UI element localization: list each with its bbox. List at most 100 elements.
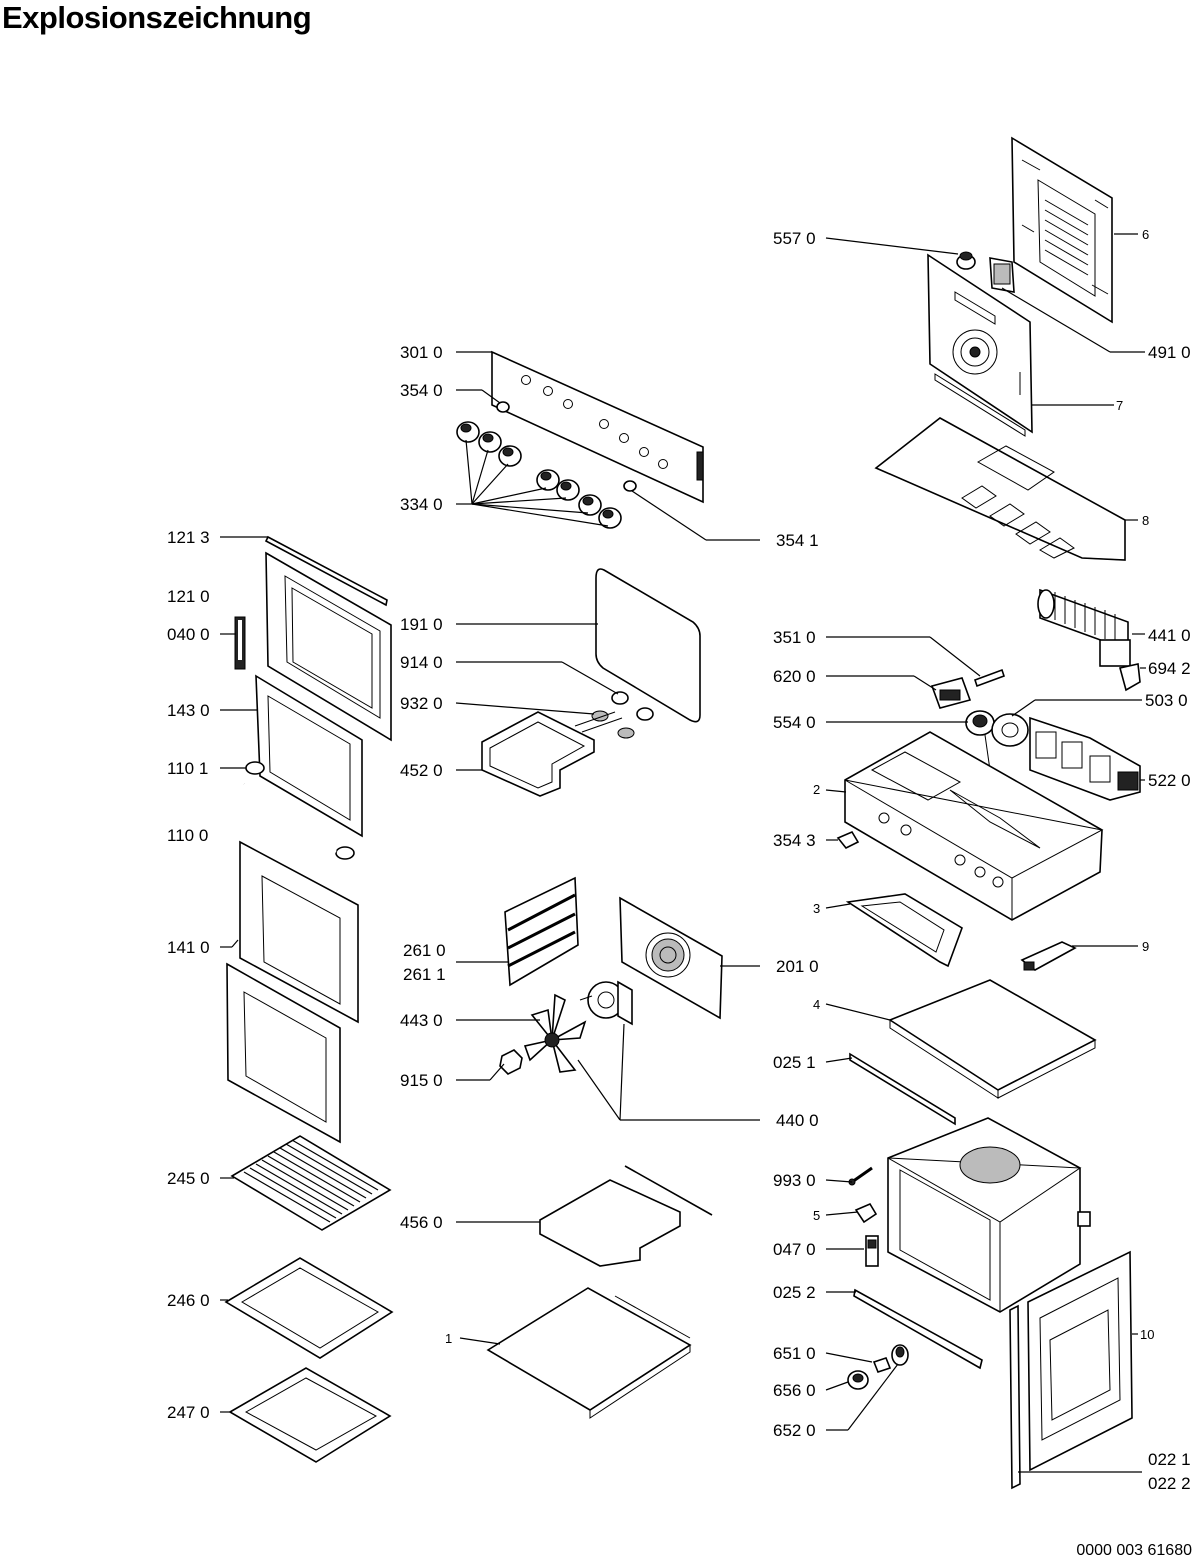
side-panel — [1027, 1250, 1133, 1472]
part-label: 022 1 — [1148, 1450, 1191, 1469]
lamp — [836, 830, 860, 850]
part-label: 191 0 — [400, 615, 443, 634]
oven-gasket — [595, 568, 701, 723]
part-label: 651 0 — [773, 1344, 816, 1363]
control-panel-front — [491, 350, 704, 504]
part-label: 456 0 — [400, 1213, 443, 1232]
part-label: 522 0 — [1148, 771, 1191, 790]
small-bracket — [1020, 941, 1077, 971]
part-label: 025 2 — [773, 1283, 816, 1302]
part-label: 301 0 — [400, 343, 443, 362]
part-label: 441 0 — [1148, 626, 1191, 645]
part-label: 351 0 — [773, 628, 816, 647]
transformer — [989, 257, 1015, 293]
part-label: 2 — [813, 782, 820, 797]
part-label: 110 0 — [167, 826, 208, 845]
shelf-supports — [504, 876, 579, 987]
door-glass-frame — [255, 674, 363, 838]
control-box-housing — [844, 731, 1104, 921]
door-top-strip — [264, 535, 388, 607]
part-label: 5 — [813, 1208, 820, 1223]
bottom-heating-element — [539, 1165, 713, 1267]
part-label: 914 0 — [400, 653, 443, 672]
outer-door-glass — [226, 840, 359, 1144]
part-557-0 — [956, 251, 976, 270]
part-label: 932 0 — [400, 694, 443, 713]
part-label: 993 0 — [773, 1171, 816, 1190]
terminal-block — [930, 677, 972, 709]
top-heating-element — [481, 711, 623, 797]
part-label: 652 0 — [773, 1421, 816, 1440]
part-label: 557 0 — [773, 229, 816, 248]
fan-cover — [619, 896, 723, 1020]
part-label: 694 2 — [1148, 659, 1191, 678]
part-label: 334 0 — [400, 495, 443, 514]
part-label: 022 2 — [1148, 1474, 1191, 1493]
part-label: 656 0 — [773, 1381, 816, 1400]
part-label: 7 — [1116, 398, 1123, 413]
lamp-parts — [847, 1344, 909, 1390]
deep-tray — [228, 1367, 392, 1463]
part-label: 915 0 — [400, 1071, 443, 1090]
page-title: Explosionszeichnung — [2, 0, 312, 35]
part-label: 8 — [1142, 513, 1149, 528]
cooling-fan — [1037, 588, 1131, 667]
hinge-block — [865, 1235, 879, 1267]
part-label: 121 3 — [167, 528, 210, 547]
part-label: 201 0 — [776, 957, 819, 976]
part-label: 6 — [1142, 227, 1149, 242]
part-label: 554 0 — [773, 713, 816, 732]
clip — [1119, 663, 1141, 692]
part-label: 143 0 — [167, 701, 210, 720]
fan-nut — [499, 1049, 523, 1075]
part-label: 354 1 — [776, 531, 819, 550]
fan-motor — [579, 980, 633, 1026]
side-rail — [849, 1052, 956, 1126]
part-label: 261 0 — [403, 941, 446, 960]
part-label: 1 — [445, 1331, 452, 1346]
part-label: 025 1 — [773, 1053, 816, 1072]
part-labels: 557 0 6 491 0 301 0 354 0 7 334 0 8 354 … — [167, 227, 1191, 1493]
rear-cover-panel — [1011, 136, 1113, 324]
part-label: 4 — [813, 997, 820, 1012]
part-label: 9 — [1142, 939, 1149, 954]
door-handle — [242, 761, 355, 860]
part-label: 491 0 — [1148, 343, 1191, 362]
document-number: 0000 003 61680 — [1076, 1542, 1192, 1559]
thermal-sensor — [973, 668, 1006, 688]
part-label: 10 — [1140, 1327, 1154, 1342]
part-label: 110 1 — [167, 759, 208, 778]
side-strip — [1009, 1304, 1021, 1490]
switch-block — [1029, 716, 1141, 801]
part-label: 620 0 — [773, 667, 816, 686]
part-label: 047 0 — [773, 1240, 816, 1259]
part-label: 261 1 — [403, 965, 446, 984]
part-label: 440 0 — [776, 1111, 819, 1130]
indicator-cap — [623, 480, 637, 492]
bottom-plate — [888, 979, 1097, 1099]
timer-motor — [965, 710, 1029, 771]
indicator-cap — [496, 401, 510, 413]
control-knobs — [456, 421, 622, 529]
wire-rack — [230, 1135, 392, 1231]
part-label: 245 0 — [167, 1169, 210, 1188]
part-label: 040 0 — [167, 625, 210, 644]
door-hinge — [234, 616, 246, 670]
part-label: 354 0 — [400, 381, 443, 400]
part-label: 443 0 — [400, 1011, 443, 1030]
fan-blade — [523, 993, 587, 1073]
mounting-bracket — [845, 893, 963, 968]
oven-cavity — [887, 1117, 1091, 1313]
leader-lines — [220, 233, 1146, 1473]
part-label: 246 0 — [167, 1291, 210, 1310]
part-label: 452 0 — [400, 761, 443, 780]
lower-rail — [853, 1288, 983, 1370]
inner-door-frame — [265, 551, 392, 742]
baking-tray — [224, 1257, 394, 1359]
rear-panel — [927, 253, 1033, 437]
part-label: 354 3 — [773, 831, 816, 850]
part-label: 247 0 — [167, 1403, 210, 1422]
nuts-bushings — [591, 691, 654, 739]
part-label: 503 0 — [1145, 691, 1188, 710]
part-label: 141 0 — [167, 938, 210, 957]
